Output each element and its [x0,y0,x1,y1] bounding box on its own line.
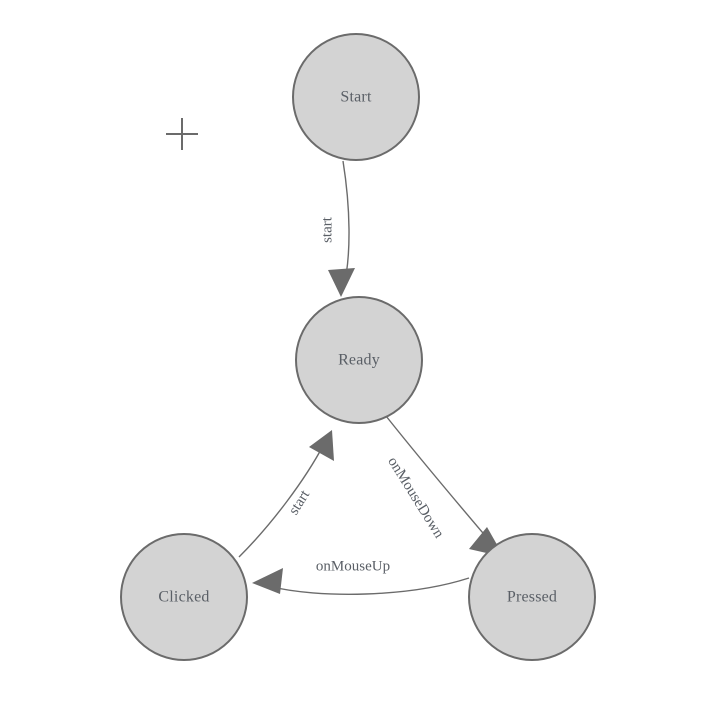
state-node-ready[interactable]: Ready [295,296,423,424]
edge-line-pressed-to-clicked [267,577,470,595]
state-circle-start[interactable] [292,33,420,161]
edge-clicked-to-ready[interactable]: start [238,430,334,558]
edge-label-pressed-to-clicked: onMouseUp [316,558,390,574]
arrow-head-icon [252,568,283,594]
edge-ready-to-pressed[interactable]: onMouseDown [384,415,504,557]
state-circle-pressed[interactable] [468,533,596,661]
state-node-pressed[interactable]: Pressed [468,533,596,661]
state-circle-clicked[interactable] [120,533,248,661]
arrow-head-icon [309,430,334,461]
state-node-start[interactable]: Start [292,33,420,161]
edge-label-clicked-to-ready: start [286,487,314,518]
edge-line-clicked-to-ready [238,443,325,558]
edge-pressed-to-clicked[interactable]: onMouseUp [252,558,470,595]
arrow-head-icon [328,268,355,297]
state-circle-ready[interactable] [295,296,423,424]
state-label-pressed: Pressed [507,589,557,606]
edge-label-start-to-ready: start [319,216,335,243]
state-label-ready: Ready [338,352,380,369]
crosshair-marker[interactable] [166,118,198,150]
edge-label-ready-to-pressed: onMouseDown [384,454,447,541]
edge-start-to-ready[interactable]: start [319,160,355,297]
state-label-start: Start [340,89,372,106]
state-label-clicked: Clicked [158,589,209,606]
state-node-clicked[interactable]: Clicked [120,533,248,661]
